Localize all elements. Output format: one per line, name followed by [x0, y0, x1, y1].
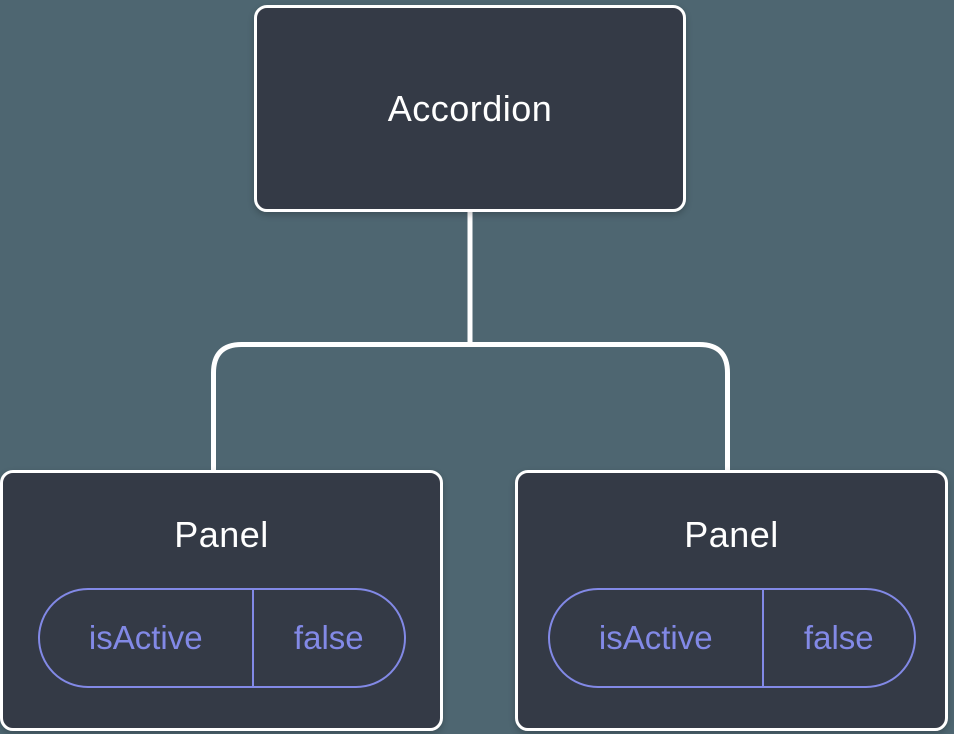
- state-pill: isActive false: [37, 587, 406, 688]
- state-key-cell: isActive: [550, 589, 765, 686]
- node-title: Panel: [174, 514, 269, 556]
- state-pill: isActive false: [547, 587, 916, 688]
- node-title: Accordion: [387, 87, 553, 129]
- state-value-cell: false: [293, 618, 364, 656]
- component-node-accordion: Accordion: [254, 5, 686, 212]
- component-node-panel-left: Panel isActive false: [0, 470, 443, 731]
- connector-branch-path: [211, 342, 730, 471]
- state-key-cell: isActive: [40, 589, 255, 686]
- state-value-cell: false: [803, 618, 874, 656]
- node-title: Panel: [684, 514, 779, 556]
- component-node-panel-right: Panel isActive false: [515, 470, 948, 731]
